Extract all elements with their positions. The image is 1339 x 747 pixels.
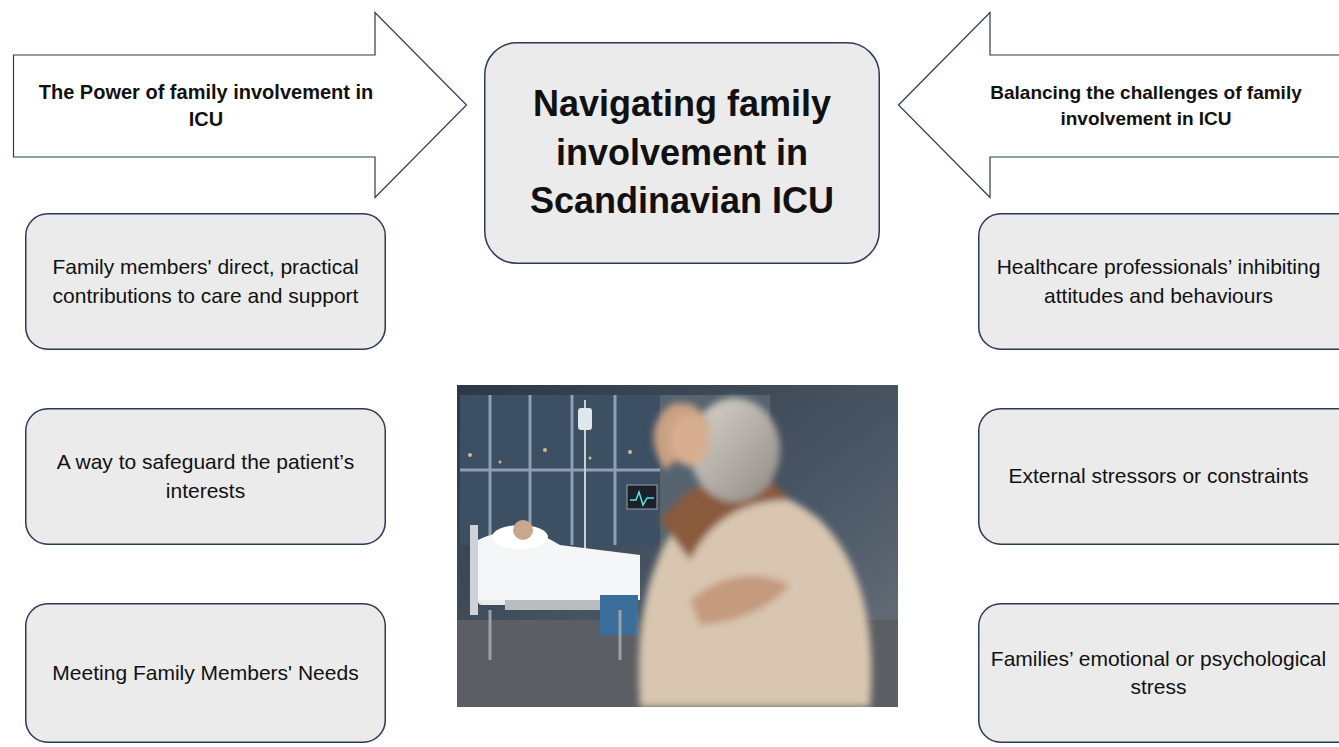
subtheme-box: External stressors or constraints <box>978 408 1339 545</box>
text-area: Meeting Family Members' Needs <box>37 609 374 737</box>
text-area: Families’ emotional or psychological str… <box>990 609 1327 737</box>
node-outline <box>13 12 493 199</box>
text-area: Family members' direct, practical contri… <box>37 219 374 344</box>
box-shape <box>979 604 1339 743</box>
central-box: Navigating family involvement in Scandin… <box>484 42 880 264</box>
text-area: Balancing the challenges of family invol… <box>956 55 1336 157</box>
arrow-shape <box>14 13 467 198</box>
box-shape <box>979 214 1339 350</box>
body-text: Meeting Family Members' Needs <box>52 659 358 687</box>
heading-text: Balancing the challenges of family invol… <box>956 80 1336 131</box>
subtheme-box: Meeting Family Members' Needs <box>25 603 386 743</box>
box-shape <box>26 604 386 743</box>
body-text: Family members' direct, practical contri… <box>37 253 374 310</box>
node-outline <box>898 12 1339 199</box>
box-shape <box>485 43 880 264</box>
text-area: A way to safeguard the patient’s interes… <box>37 414 374 539</box>
theme-arrow: The Power of family involvement in ICU <box>13 12 493 199</box>
text-area: The Power of family involvement in ICU <box>23 55 389 157</box>
body-text: Families’ emotional or psychological str… <box>990 645 1327 702</box>
photo <box>457 385 898 707</box>
box-shape <box>26 214 386 350</box>
heading-text: The Power of family involvement in ICU <box>23 79 389 133</box>
node-outline <box>25 213 386 350</box>
node-outline <box>978 603 1339 743</box>
node-outline <box>978 213 1339 350</box>
theme-arrow: Balancing the challenges of family invol… <box>898 12 1339 199</box>
subtheme-box: Healthcare professionals’ inhibiting att… <box>978 213 1339 350</box>
subtheme-box: A way to safeguard the patient’s interes… <box>25 408 386 545</box>
node-outline <box>25 408 386 545</box>
arrow-shape <box>899 13 1339 198</box>
subtheme-box: Families’ emotional or psychological str… <box>978 603 1339 743</box>
box-shape <box>26 409 386 545</box>
text-area: Healthcare professionals’ inhibiting att… <box>990 219 1327 344</box>
box-shape <box>979 409 1339 545</box>
heading-text: Navigating family involvement in Scandin… <box>498 80 866 226</box>
text-area: External stressors or constraints <box>990 414 1327 539</box>
body-text: External stressors or constraints <box>1009 462 1309 490</box>
body-text: A way to safeguard the patient’s interes… <box>37 448 374 505</box>
subtheme-box: Family members' direct, practical contri… <box>25 213 386 350</box>
text-area: Navigating family involvement in Scandin… <box>498 52 866 254</box>
body-text: Healthcare professionals’ inhibiting att… <box>990 253 1327 310</box>
